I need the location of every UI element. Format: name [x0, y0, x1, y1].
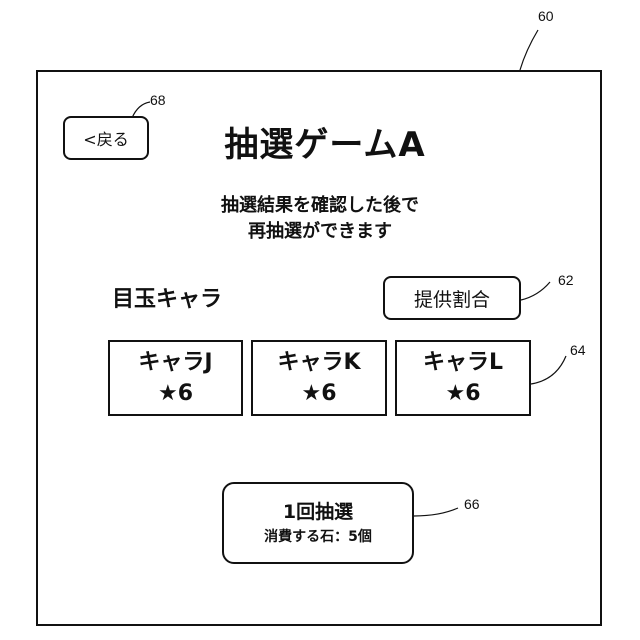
character-card-j: キャラJ ★6: [108, 340, 243, 416]
draw-cost-label: 消費する石：5個: [264, 526, 372, 548]
drop-rates-button[interactable]: 提供割合: [383, 276, 521, 320]
star-icon: ★: [301, 378, 321, 409]
star-icon: ★: [158, 378, 178, 409]
rarity-value: 6: [321, 381, 336, 406]
leader-line-64: [531, 356, 566, 384]
leader-line-62: [521, 282, 550, 300]
character-name: キャラL: [423, 347, 503, 378]
ref-numeral-screen: 60: [538, 8, 554, 24]
back-button[interactable]: <戻る: [63, 116, 149, 160]
ref-numeral-back-button: 68: [150, 92, 166, 108]
ref-numeral-rates-button: 62: [558, 272, 574, 288]
star-icon: ★: [445, 378, 465, 409]
draw-button-label: 1回抽選: [283, 498, 353, 526]
page-title: 抽選ゲームA: [160, 116, 490, 166]
redraw-notice-line1: 抽選結果を確認した後で: [150, 194, 490, 218]
character-rarity: ★6: [301, 378, 336, 409]
redraw-notice-line2: 再抽選ができます: [150, 220, 490, 244]
rarity-value: 6: [465, 381, 480, 406]
character-card-k: キャラK ★6: [251, 340, 387, 416]
character-rarity: ★6: [158, 378, 193, 409]
character-name: キャラK: [277, 347, 360, 378]
ref-numeral-character-cards: 64: [570, 342, 586, 358]
character-name: キャラJ: [138, 347, 212, 378]
character-card-l: キャラL ★6: [395, 340, 531, 416]
single-draw-button[interactable]: 1回抽選 消費する石：5個: [222, 482, 414, 564]
ref-numeral-draw-button: 66: [464, 496, 480, 512]
leader-line-66: [414, 508, 458, 516]
rarity-value: 6: [178, 381, 193, 406]
character-rarity: ★6: [445, 378, 480, 409]
featured-characters-label: 目玉キャラ: [112, 284, 222, 316]
leader-line-60: [520, 30, 538, 70]
